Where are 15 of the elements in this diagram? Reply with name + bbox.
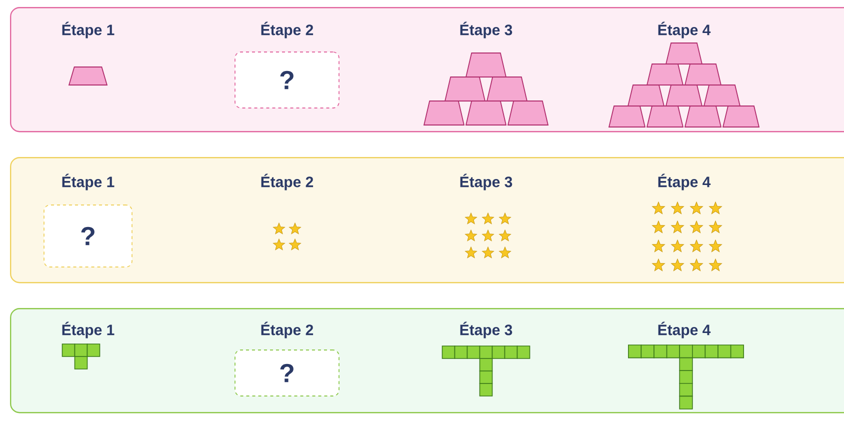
answer-box: ? [234,52,340,108]
step-heading: Étape 2 [261,22,314,38]
answer-box: ? [44,204,132,268]
answer-box: ? [234,350,340,396]
step-heading: Étape 4 [658,22,711,38]
step-heading: Étape 3 [460,22,512,38]
step-heading: Étape 2 [261,322,314,338]
step-heading: Étape 1 [62,22,114,38]
step-heading: Étape 1 [62,322,114,338]
step-heading: Étape 3 [460,322,512,338]
step-heading: Étape 4 [658,322,711,338]
step-heading: Étape 3 [460,174,512,190]
step-heading: Étape 1 [62,174,114,190]
step-heading: Étape 2 [261,174,314,190]
step-heading: Étape 4 [658,174,711,190]
